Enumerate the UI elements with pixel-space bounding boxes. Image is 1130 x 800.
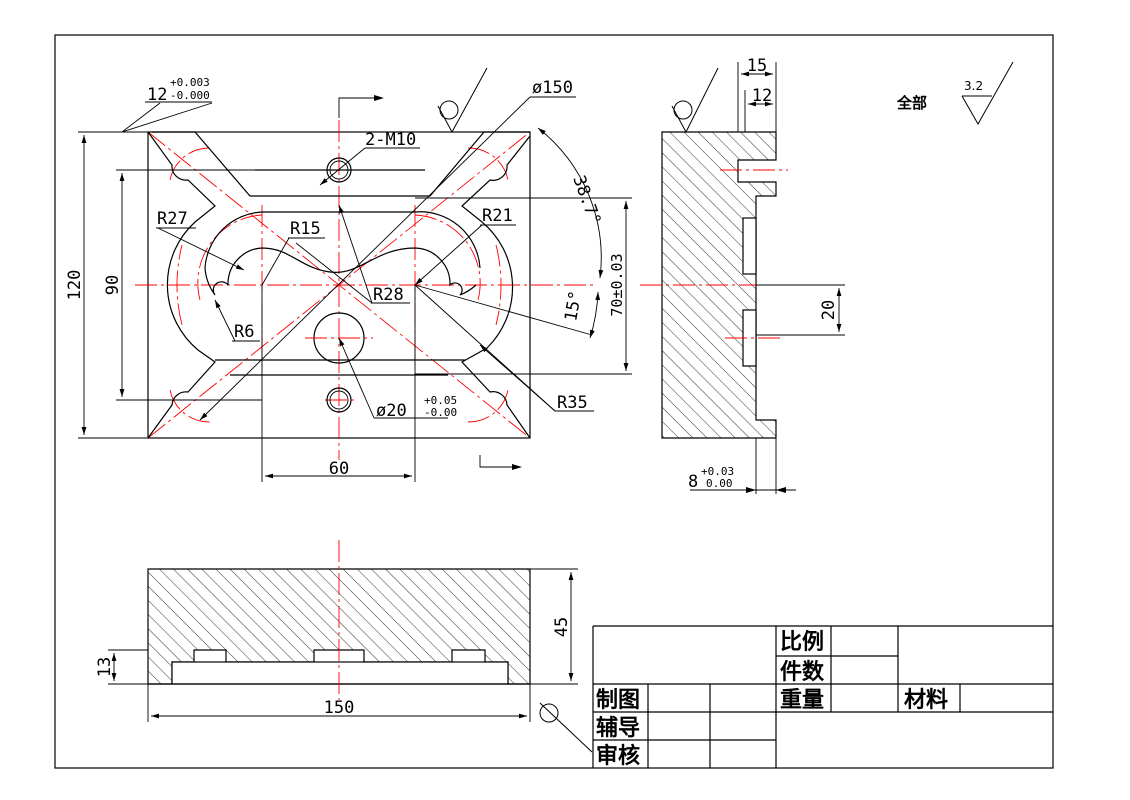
tb-material: 材料 bbox=[904, 688, 948, 713]
inner-arc-centerline-right bbox=[414, 214, 481, 301]
side-view: 15 12 20 8 +0.03 0.00 bbox=[640, 56, 845, 494]
dim-12-leader-2 bbox=[121, 102, 213, 133]
section-arrow-top-head bbox=[374, 95, 384, 101]
dim-8-lower: 0.00 bbox=[706, 477, 733, 490]
dim-m10-leader bbox=[319, 147, 366, 186]
dim-12-leader bbox=[121, 102, 161, 133]
roughness-symbol-top bbox=[437, 67, 488, 134]
tapped-hole-bottom-inner bbox=[329, 390, 349, 410]
front-view: 45 13 150 bbox=[95, 540, 593, 753]
side-keyslot-upper bbox=[742, 217, 757, 275]
dim-12-lower: -0.000 bbox=[170, 89, 210, 102]
dim-8-text: 8 bbox=[688, 472, 698, 492]
angle-15-arc bbox=[589, 291, 601, 339]
cavity-outline bbox=[147, 131, 531, 439]
front-slot-base bbox=[171, 661, 509, 685]
dim-8-arrows bbox=[746, 487, 786, 493]
surface-finish-symbol bbox=[961, 61, 1014, 126]
dim-120-text: 120 bbox=[65, 270, 85, 301]
surface-finish-note: 全部 3.2 bbox=[896, 61, 1014, 126]
corner-arc-tl bbox=[169, 147, 211, 181]
dim-12-text: 12 bbox=[147, 85, 167, 105]
top-diag-centerline-2 bbox=[147, 131, 531, 439]
tb-guide: 辅导 bbox=[596, 715, 640, 741]
tapped-hole-top-inner bbox=[329, 160, 349, 180]
dim-45-text: 45 bbox=[552, 617, 572, 637]
tb-drawn: 制图 bbox=[596, 688, 640, 713]
dim-12-upper: +0.003 bbox=[170, 76, 210, 89]
dim-15-text: 15 bbox=[747, 56, 767, 76]
dim-r15-leader bbox=[261, 237, 290, 286]
inner-slot-bottom bbox=[204, 211, 481, 296]
tapped-hole-top bbox=[326, 157, 352, 183]
angle-15-ext bbox=[414, 284, 593, 336]
lower-band bbox=[215, 359, 465, 376]
roughness-circle-front bbox=[539, 703, 559, 723]
top-view: 120 90 60 70±0.03 38.7° 15° 12 +0.003 -0… bbox=[65, 67, 632, 482]
dim-r28-text: R28 bbox=[373, 285, 404, 305]
section-arrow-bottom-head bbox=[512, 464, 522, 470]
roughness-circle-top bbox=[439, 100, 459, 120]
surface-finish-label: 全部 bbox=[896, 94, 927, 112]
dim-bore-text: ø20 bbox=[376, 401, 407, 421]
corner-arc-bl bbox=[169, 389, 211, 423]
angle-15-text: 15° bbox=[561, 289, 586, 323]
dim-r6-text: R6 bbox=[234, 322, 254, 342]
dim-r21-leader bbox=[414, 224, 483, 286]
tapped-hole-bottom bbox=[326, 387, 352, 413]
surface-finish-value: 3.2 bbox=[964, 79, 983, 93]
dim-70-text: 70±0.03 bbox=[608, 253, 626, 316]
roughness-symbol-side bbox=[671, 67, 719, 134]
dim-60-text: 60 bbox=[329, 459, 349, 479]
roughness-symbol-front bbox=[539, 702, 593, 753]
dim-12-side-text: 12 bbox=[752, 86, 772, 106]
tb-review: 审核 bbox=[596, 743, 640, 769]
angle-38-text: 38.7° bbox=[568, 173, 604, 228]
section-arrow-bottom bbox=[479, 455, 520, 468]
dim-bore-lower: -0.00 bbox=[424, 406, 457, 419]
dim-r28-leader-2 bbox=[295, 242, 373, 304]
dim-20-text: 20 bbox=[819, 300, 839, 320]
corner-arc-tr bbox=[467, 147, 509, 181]
dim-m10-text: 2-M10 bbox=[365, 130, 416, 150]
outer-arc-centerline bbox=[176, 244, 502, 326]
corner-arc-br bbox=[467, 389, 509, 423]
dim-r6-leader bbox=[214, 299, 236, 342]
tb-weight: 重量 bbox=[780, 688, 824, 713]
title-block: 比例 件数 重量 材料 制图 辅导 审核 bbox=[592, 625, 1053, 769]
roughness-circle-side bbox=[673, 100, 693, 120]
dim-90-text: 90 bbox=[103, 275, 123, 295]
dim-150-text: 150 bbox=[324, 698, 355, 718]
dim-bore-leader bbox=[338, 337, 375, 419]
inner-slot-left bbox=[227, 247, 477, 296]
angle-38-arc bbox=[537, 127, 604, 279]
dim-8-upper: +0.03 bbox=[701, 465, 734, 478]
tb-quantity: 件数 bbox=[780, 659, 825, 685]
section-arrow-top bbox=[338, 97, 382, 118]
dim-13-text: 13 bbox=[95, 657, 115, 677]
dim-150-dia-text: ø150 bbox=[532, 78, 573, 98]
dim-r35-text: R35 bbox=[557, 393, 588, 413]
tb-scale: 比例 bbox=[780, 630, 824, 655]
dim-150-leader bbox=[199, 96, 531, 421]
dim-r28-leader bbox=[338, 204, 373, 304]
dim-bore-upper: +0.05 bbox=[424, 394, 457, 407]
inner-arc-centerline-left bbox=[197, 214, 263, 301]
dim-r15-text: R15 bbox=[290, 219, 321, 239]
dim-r27-leader bbox=[157, 227, 245, 271]
dim-r35-arrow bbox=[479, 344, 556, 412]
drawing-border bbox=[54, 34, 1054, 769]
dim-r21-text: R21 bbox=[482, 206, 513, 226]
dim-r27-text: R27 bbox=[157, 209, 188, 229]
